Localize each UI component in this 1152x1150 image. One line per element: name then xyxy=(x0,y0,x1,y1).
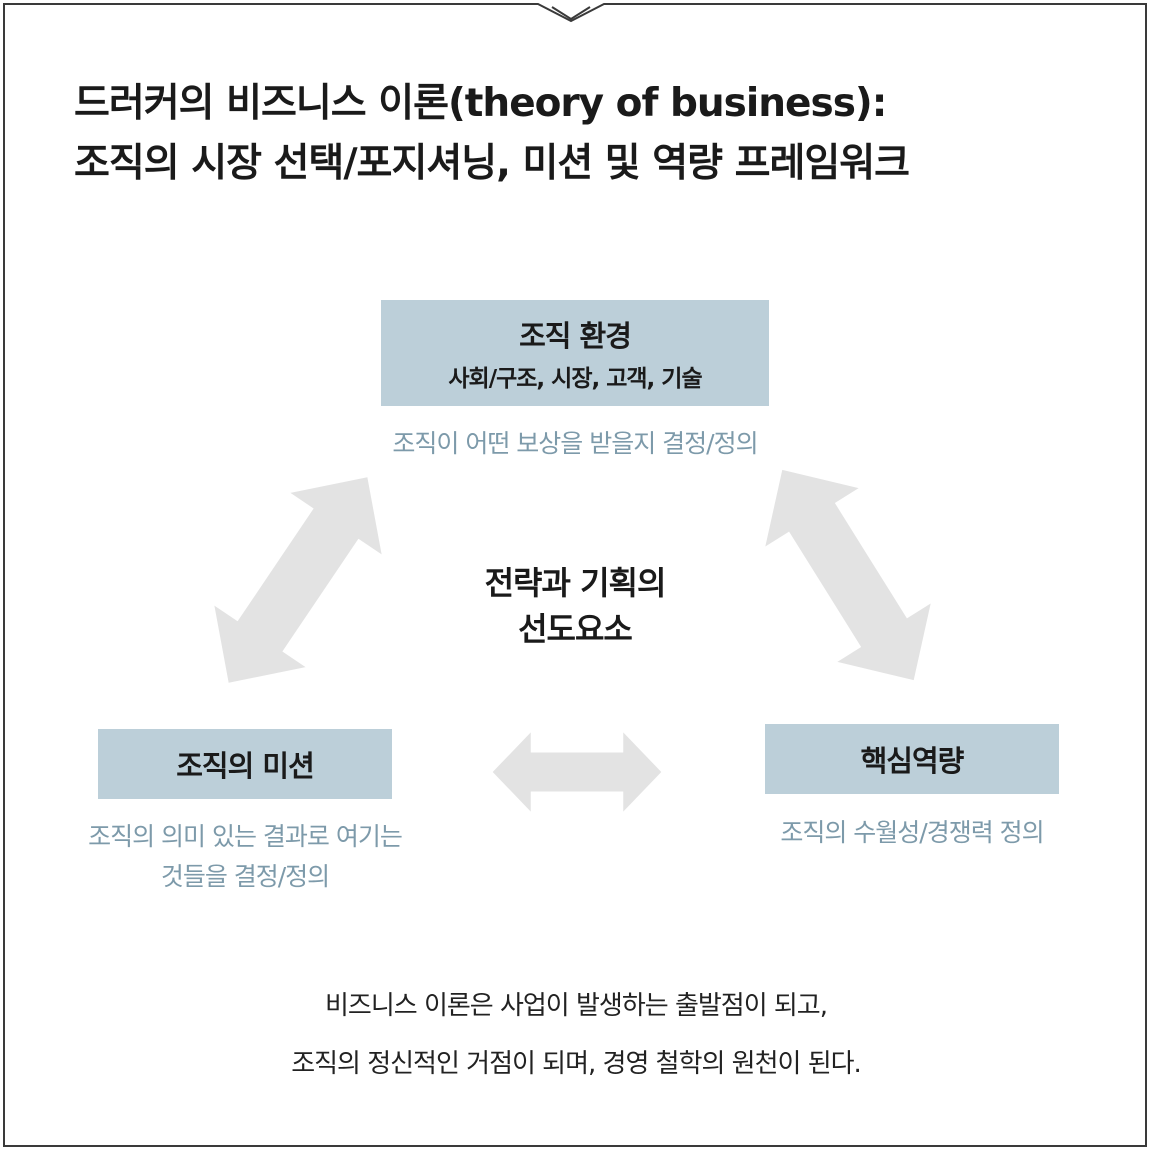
summary-text: 비즈니스 이론은 사업이 발생하는 출발점이 되고, 조직의 정신적인 거점이 … xyxy=(150,977,1002,1093)
title-line-2: 조직의 시장 선택/포지셔닝, 미션 및 역량 프레임워크 xyxy=(74,141,910,186)
description-text: 조직이 어떤 보상을 받을지 결정/정의 xyxy=(392,429,758,458)
node-title: 조직의 미션 xyxy=(176,749,314,783)
double-arrow-icon-bottom xyxy=(492,732,662,812)
node-organization-mission: 조직의 미션 xyxy=(98,729,392,799)
node-core-competency: 핵심역량 xyxy=(765,724,1059,794)
center-line-1: 전략과 기획의 xyxy=(484,564,667,602)
node-organization-environment: 조직 환경 사회/구조, 시장, 고객, 기술 xyxy=(381,300,769,406)
diagram-center-label: 전략과 기획의 선도요소 xyxy=(430,560,720,652)
description-line-1: 조직의 의미 있는 결과로 여기는 xyxy=(88,822,403,851)
node-description-mission: 조직의 의미 있는 결과로 여기는 것들을 결정/정의 xyxy=(40,817,450,897)
node-description-environment: 조직이 어떤 보상을 받을지 결정/정의 xyxy=(330,424,820,464)
description-line-2: 것들을 결정/정의 xyxy=(160,862,330,891)
node-description-competency: 조직의 수월성/경쟁력 정의 xyxy=(732,813,1092,853)
summary-line-1: 비즈니스 이론은 사업이 발생하는 출발점이 되고, xyxy=(325,991,828,1021)
description-text: 조직의 수월성/경쟁력 정의 xyxy=(780,818,1044,847)
node-subtitle: 사회/구조, 시장, 고객, 기술 xyxy=(448,366,702,392)
node-title: 조직 환경 xyxy=(519,319,632,353)
title-line-1: 드러커의 비즈니스 이론(theory of business): xyxy=(74,81,887,126)
node-title: 핵심역량 xyxy=(860,744,965,778)
double-arrow-icon-right xyxy=(765,469,931,681)
chevron-down-icon xyxy=(551,6,591,21)
page-title: 드러커의 비즈니스 이론(theory of business): 조직의 시장… xyxy=(74,74,910,194)
double-arrow-icon-left xyxy=(214,477,382,683)
center-line-2: 선도요소 xyxy=(518,610,633,648)
summary-line-2: 조직의 정신적인 거점이 되며, 경영 철학의 원천이 된다. xyxy=(291,1049,862,1079)
